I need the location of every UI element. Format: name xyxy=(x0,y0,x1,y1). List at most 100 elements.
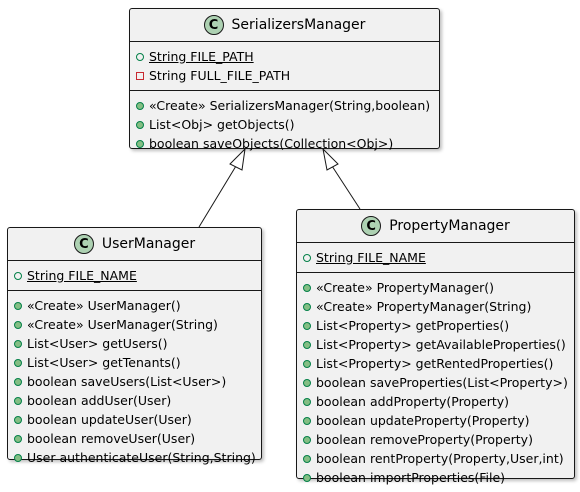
fields-section: String FILE_PATH String FULL_FILE_PATH xyxy=(130,42,439,91)
method-text: «Create» UserManager(String) xyxy=(27,317,218,332)
method-row: List<Property> getAvailableProperties() xyxy=(297,335,574,354)
method-text: boolean importProperties(File) xyxy=(316,470,506,485)
method-text: boolean addProperty(Property) xyxy=(316,394,510,409)
method-row: List<Property> getRentedProperties() xyxy=(297,354,574,373)
public-visibility-icon xyxy=(303,283,311,292)
class-name: UserManager xyxy=(101,236,196,252)
inheritance-line-property xyxy=(331,165,361,210)
fields-section: String FILE_NAME xyxy=(297,243,574,273)
public-visibility-icon xyxy=(303,397,311,406)
public-visibility-icon xyxy=(303,378,311,387)
class-badge-icon: C xyxy=(361,216,382,236)
public-visibility-icon xyxy=(303,340,311,349)
method-row: boolean removeProperty(Property) xyxy=(297,430,574,449)
method-row: boolean saveProperties(List<Property>) xyxy=(297,373,574,392)
inheritance-line-user xyxy=(198,165,237,228)
field-row: String FILE_NAME xyxy=(8,266,261,285)
public-visibility-icon xyxy=(303,359,311,368)
method-row: boolean rentProperty(Property,User,int) xyxy=(297,449,574,468)
public-visibility-icon xyxy=(303,416,311,425)
class-serializers-manager[interactable]: C SerializersManager String FILE_PATH St… xyxy=(129,8,440,151)
public-visibility-icon xyxy=(14,434,22,443)
field-row: String FULL_FILE_PATH xyxy=(130,66,439,85)
methods-section: «Create» SerializersManager(String,boole… xyxy=(130,91,439,158)
public-visibility-icon xyxy=(303,253,311,262)
field-text: String FILE_NAME xyxy=(316,250,426,265)
methods-section: «Create» PropertyManager() «Create» Prop… xyxy=(297,273,574,492)
method-row: boolean importProperties(File) xyxy=(297,468,574,487)
method-text: User authenticateUser(String,String) xyxy=(27,450,256,465)
class-badge-icon: C xyxy=(73,234,94,254)
method-row: List<User> getUsers() xyxy=(8,334,261,353)
public-visibility-icon xyxy=(303,454,311,463)
class-header: C SerializersManager xyxy=(130,9,439,42)
public-visibility-icon xyxy=(303,473,311,482)
method-text: «Create» PropertyManager(String) xyxy=(316,299,532,314)
field-row: String FILE_PATH xyxy=(130,47,439,66)
public-visibility-icon xyxy=(14,396,22,405)
public-visibility-icon xyxy=(14,377,22,386)
method-row: boolean saveObjects(Collection<Obj>) xyxy=(130,134,439,153)
method-text: List<Property> getRentedProperties() xyxy=(316,356,554,371)
method-row: List<Property> getProperties() xyxy=(297,316,574,335)
method-text: boolean removeUser(User) xyxy=(27,431,196,446)
class-header: C UserManager xyxy=(8,228,261,261)
method-row: «Create» PropertyManager(String) xyxy=(297,297,574,316)
class-property-manager[interactable]: C PropertyManager String FILE_NAME «Crea… xyxy=(296,209,575,485)
method-text: List<Property> getAvailableProperties() xyxy=(316,337,566,352)
field-text: String FULL_FILE_PATH xyxy=(149,68,291,83)
public-visibility-icon xyxy=(14,320,22,329)
fields-section: String FILE_NAME xyxy=(8,261,261,291)
methods-section: «Create» UserManager() «Create» UserMana… xyxy=(8,291,261,472)
public-visibility-icon xyxy=(14,415,22,424)
method-text: boolean updateProperty(Property) xyxy=(316,413,530,428)
method-row: «Create» SerializersManager(String,boole… xyxy=(130,96,439,115)
method-text: boolean saveObjects(Collection<Obj>) xyxy=(149,136,394,151)
method-row: boolean saveUsers(List<User>) xyxy=(8,372,261,391)
method-row: «Create» UserManager(String) xyxy=(8,315,261,334)
public-visibility-icon xyxy=(136,52,144,61)
method-row: boolean removeUser(User) xyxy=(8,429,261,448)
method-row: «Create» UserManager() xyxy=(8,296,261,315)
class-name: PropertyManager xyxy=(389,218,510,234)
method-text: boolean addUser(User) xyxy=(27,393,172,408)
public-visibility-icon xyxy=(303,302,311,311)
method-text: boolean saveUsers(List<User>) xyxy=(27,374,227,389)
public-visibility-icon xyxy=(136,120,144,129)
method-row: List<Obj> getObjects() xyxy=(130,115,439,134)
method-text: boolean saveProperties(List<Property>) xyxy=(316,375,568,390)
public-visibility-icon xyxy=(14,271,22,280)
method-text: List<User> getUsers() xyxy=(27,336,168,351)
method-text: List<Obj> getObjects() xyxy=(149,117,295,132)
public-visibility-icon xyxy=(14,453,22,462)
method-row: List<User> getTenants() xyxy=(8,353,261,372)
public-visibility-icon xyxy=(303,435,311,444)
method-row: boolean updateProperty(Property) xyxy=(297,411,574,430)
method-row: boolean addProperty(Property) xyxy=(297,392,574,411)
public-visibility-icon xyxy=(136,101,144,110)
class-name: SerializersManager xyxy=(231,17,366,33)
method-text: boolean updateUser(User) xyxy=(27,412,192,427)
public-visibility-icon xyxy=(14,358,22,367)
public-visibility-icon xyxy=(303,321,311,330)
field-text: String FILE_NAME xyxy=(27,268,137,283)
inheritance-arrowhead-user xyxy=(229,147,246,171)
method-text: «Create» SerializersManager(String,boole… xyxy=(149,98,431,113)
method-text: boolean rentProperty(Property,User,int) xyxy=(316,451,564,466)
method-text: «Create» PropertyManager() xyxy=(316,280,495,295)
method-text: List<Property> getProperties() xyxy=(316,318,510,333)
field-row: String FILE_NAME xyxy=(297,248,574,267)
method-text: boolean removeProperty(Property) xyxy=(316,432,533,447)
private-visibility-icon xyxy=(136,71,144,80)
inheritance-arrowhead-property xyxy=(322,147,339,171)
field-text: String FILE_PATH xyxy=(149,49,254,64)
class-user-manager[interactable]: C UserManager String FILE_NAME «Create» … xyxy=(7,227,262,465)
class-header: C PropertyManager xyxy=(297,210,574,243)
method-text: «Create» UserManager() xyxy=(27,298,181,313)
public-visibility-icon xyxy=(14,339,22,348)
method-text: List<User> getTenants() xyxy=(27,355,181,370)
class-badge-icon: C xyxy=(203,15,224,35)
method-row: boolean updateUser(User) xyxy=(8,410,261,429)
